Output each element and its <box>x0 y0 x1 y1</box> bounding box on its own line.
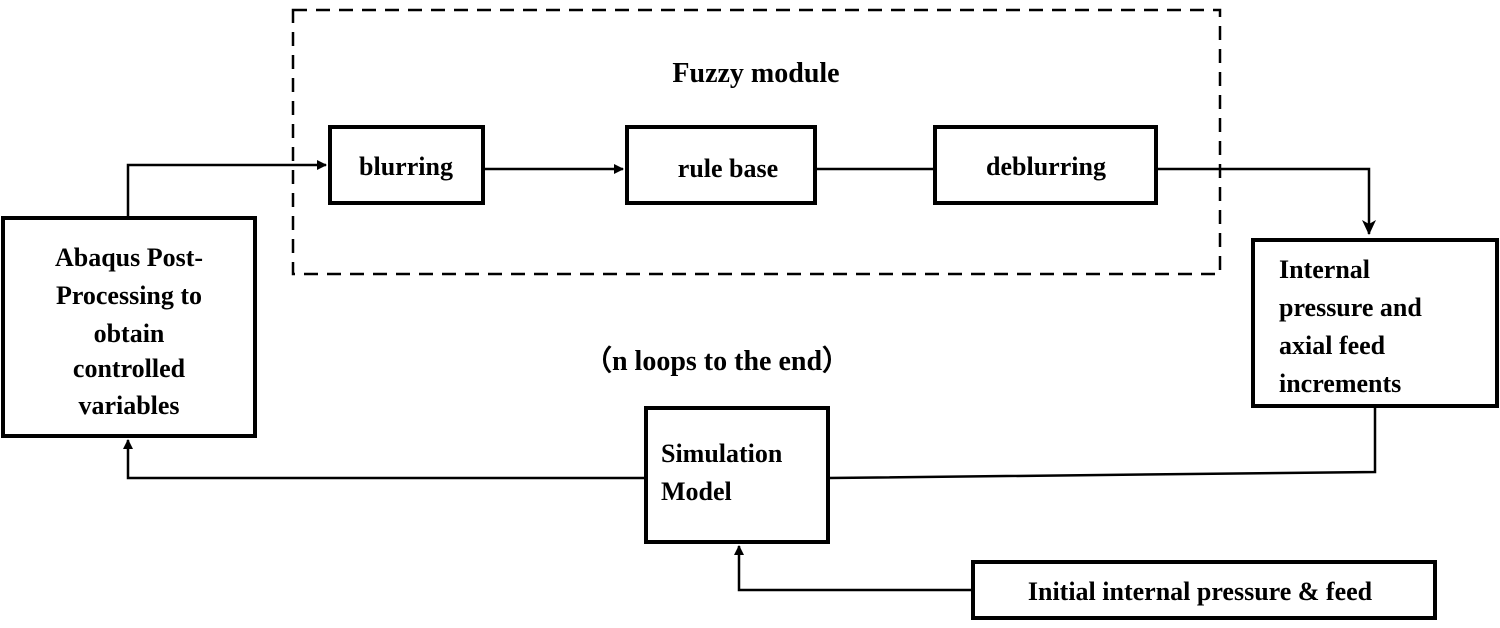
initial-pressure-feed-label: Initial internal pressure & feed <box>1028 577 1373 606</box>
rule-base-box <box>625 125 817 205</box>
abaqus-line-2: Processing to <box>56 281 202 310</box>
deblurring-box <box>933 125 1158 205</box>
deblurring-label: deblurring <box>986 152 1106 181</box>
increments-line-3: axial feed <box>1279 331 1386 360</box>
abaqus-line-5: variables <box>78 391 179 420</box>
increments-line-1: Internal <box>1279 255 1370 284</box>
simulation-line-2: Model <box>661 477 732 506</box>
blurring-label: blurring <box>359 152 453 181</box>
connector-abaqus-to-blurring <box>126 160 327 216</box>
connector-deblurring-to-increments <box>1156 167 1376 235</box>
increments-line-4: increments <box>1279 369 1401 398</box>
increments-box <box>1251 238 1499 408</box>
increments-line-2: pressure and <box>1279 293 1422 322</box>
fuzzy-module-container <box>291 8 1222 276</box>
connector-increments-to-simulation <box>827 408 1377 480</box>
fuzzy-module-title: Fuzzy module <box>672 58 839 89</box>
connector-simulation-to-abaqus <box>123 439 646 480</box>
rule-base-label: rule base <box>678 154 778 183</box>
abaqus-postprocessing-box <box>1 216 257 438</box>
abaqus-line-3: obtain <box>94 319 165 348</box>
blurring-box <box>328 125 485 205</box>
simulation-model-box <box>644 406 830 544</box>
initial-pressure-feed-box <box>971 560 1437 620</box>
abaqus-line-4: controlled <box>73 354 186 383</box>
loop-note: （n loops to the end） <box>584 344 850 377</box>
connector-initial-to-simulation <box>734 545 973 592</box>
abaqus-line-1: Abaqus Post- <box>55 243 203 272</box>
simulation-line-1: Simulation <box>661 439 783 468</box>
